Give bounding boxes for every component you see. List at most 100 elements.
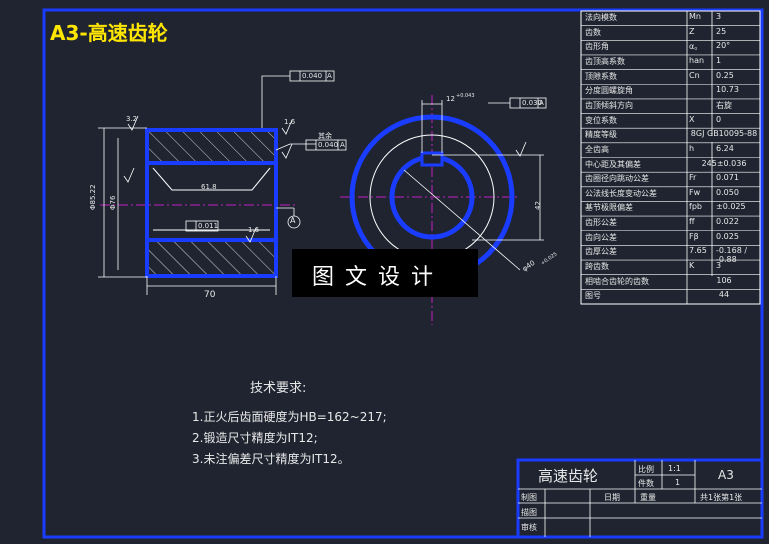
- param-name: 齿圈径向跳动公差: [585, 174, 649, 184]
- param-value: 245±0.036: [701, 158, 747, 168]
- roughness-mark: [123, 167, 135, 183]
- roughness-mark: [245, 227, 257, 243]
- drawing-frame: [42, 8, 764, 539]
- title-block-grid: [516, 458, 764, 539]
- roughness-rest: 其余: [318, 132, 332, 140]
- roughness-1: 3.2: [126, 115, 138, 123]
- runout-frame: [289, 70, 335, 82]
- tb-format: A3: [718, 468, 734, 482]
- param-symbol: Fr: [689, 173, 697, 183]
- param-value: 0.050: [716, 187, 739, 197]
- param-name: 顶隙系数: [585, 71, 617, 81]
- param-value: 0: [716, 114, 722, 124]
- param-value: 106: [716, 275, 732, 285]
- dim-tip-diameter: Φ85.22: [89, 184, 97, 210]
- watermark-text: 图 文 设 计: [312, 265, 435, 290]
- keyway-width: 12: [446, 95, 455, 103]
- keyway-depth: 42: [534, 201, 542, 210]
- param-name: 全齿高: [585, 144, 609, 154]
- tb-checked: 审核: [521, 523, 537, 532]
- param-value: -0.168 / -0.88: [716, 246, 748, 265]
- param-value: 0.25: [716, 70, 734, 80]
- tb-traced: 描图: [521, 508, 537, 517]
- section-view: [98, 70, 347, 295]
- parallel-frame-left: [305, 139, 347, 151]
- param-row: 公法线长度变动公差 Fw 0.050: [581, 187, 760, 201]
- end-view: [340, 95, 547, 325]
- param-value: 20°: [716, 41, 731, 51]
- param-symbol: X: [689, 114, 695, 124]
- tb-weight: 重量: [640, 493, 656, 502]
- roughness-mark: [127, 115, 139, 131]
- roughness-2: 1.6: [284, 118, 296, 126]
- param-value: 3: [716, 12, 722, 21]
- param-value: 1: [716, 55, 722, 65]
- param-symbol: Fβ: [689, 231, 699, 241]
- param-name: 分度圆螺旋角: [585, 86, 633, 96]
- tech-item: 3.未注偏差尺寸精度为IT12。: [192, 452, 350, 466]
- param-name: 齿数: [585, 27, 601, 37]
- tb-part-name: 高速齿轮: [538, 467, 599, 485]
- parallel-datum-left: A: [340, 141, 345, 149]
- param-value: 右旋: [716, 100, 732, 110]
- param-row: 齿顶倾斜方向 右旋: [581, 99, 760, 113]
- param-name: 精度等级: [585, 130, 617, 140]
- param-name: 公法线长度变动公差: [585, 188, 657, 198]
- datum-label: A: [290, 216, 296, 225]
- dim-length: 70: [204, 290, 216, 300]
- tb-qty: 1: [675, 478, 681, 487]
- parallel-datum-right: A: [539, 99, 544, 107]
- runout-datum: A: [327, 72, 332, 80]
- param-name: 图号: [585, 291, 601, 301]
- param-value: 6.24: [716, 143, 734, 153]
- dim-hub-diameter: Φ76: [109, 195, 117, 210]
- param-value: 8GJ GB10095-88: [690, 129, 758, 139]
- param-name: 齿顶高系数: [585, 56, 625, 66]
- param-value: 44: [718, 290, 730, 300]
- param-name: 基节极限偏差: [585, 203, 633, 213]
- param-symbol: Fw: [689, 187, 701, 197]
- param-name: 法向模数: [585, 13, 617, 22]
- tb-qty-label: 件数: [638, 479, 654, 488]
- param-row: 精度等级 8GJ GB10095-88: [581, 128, 760, 142]
- param-row: 分度圆螺旋角 10.73: [581, 84, 760, 98]
- tb-date: 日期: [604, 493, 620, 502]
- tech-item: 1.正火后齿面硬度为HB=162~217;: [192, 410, 387, 424]
- param-name: 齿形角: [585, 42, 609, 52]
- param-name: 中心距及其偏差: [585, 159, 641, 169]
- tb-drawn: 制图: [521, 493, 537, 502]
- param-value: 3: [716, 261, 722, 271]
- param-name: 齿顶倾斜方向: [585, 100, 633, 110]
- param-symbol: Cn: [689, 70, 700, 80]
- tb-scale-label: 比例: [638, 465, 654, 474]
- param-symbol: 7.65: [689, 246, 707, 256]
- param-value: 10.73: [716, 85, 739, 95]
- watermark-banner: 图 文 设 计: [292, 249, 478, 297]
- param-row: 顶隙系数 Cn 0.25: [581, 70, 760, 84]
- dim-inner: 61.8: [201, 183, 217, 191]
- param-name: 齿形公差: [585, 218, 617, 228]
- param-row: 中心距及其偏差 245±0.036: [581, 158, 760, 172]
- param-value: 0.022: [716, 217, 739, 227]
- flatness-frame: [185, 220, 219, 232]
- keyway-tolerance: +0.043: [456, 93, 475, 99]
- param-row: 图号 44: [581, 289, 760, 303]
- roughness-mark: [281, 119, 293, 135]
- drawing-title: A3-高速齿轮: [50, 21, 168, 45]
- param-symbol: Z: [689, 26, 695, 36]
- param-name: 齿向公差: [585, 232, 617, 242]
- parallel-value-right: 0.030: [522, 99, 543, 107]
